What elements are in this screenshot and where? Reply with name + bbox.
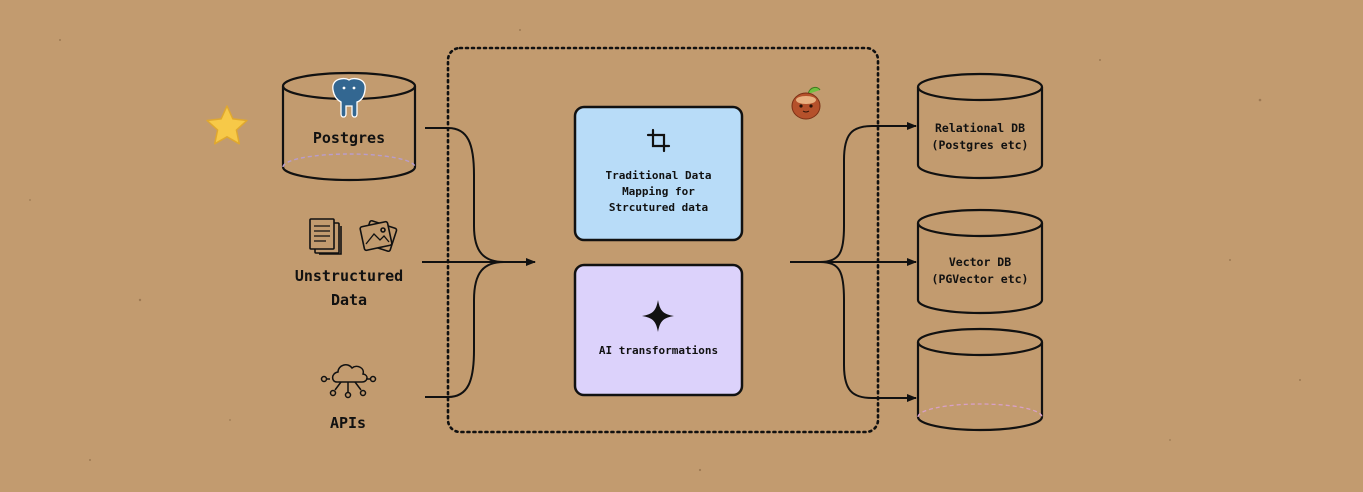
postgres-label: Postgres [312, 129, 386, 147]
paper-texture [29, 29, 1301, 472]
unstructured-data-label: Unstructured Data [294, 267, 404, 309]
traditional-mapping-box [573, 105, 744, 242]
documents-icon [309, 218, 342, 255]
input-connectors [422, 127, 536, 398]
ai-transformations-box [573, 263, 744, 397]
output-connectors [790, 122, 917, 402]
relational-db-label: Relational DB (Postgres etc) [931, 121, 1029, 152]
apis-label: APIs [329, 414, 367, 432]
ai-transformations-label: AI transformations [598, 344, 719, 357]
traditional-mapping-label: Traditional Data Mapping for Strcutured … [605, 169, 712, 214]
vector-db-label: Vector DB (PGVector etc) [931, 255, 1029, 286]
crop-icon [646, 128, 671, 153]
star-icon [206, 105, 248, 145]
cloud-network-icon [320, 364, 377, 399]
images-icon [359, 219, 398, 253]
coconut-mascot-icon [791, 86, 821, 120]
relational-db-cylinder [916, 72, 1044, 180]
vector-db-cylinder [916, 208, 1044, 315]
processing-container [446, 46, 880, 434]
third-db-cylinder [916, 327, 1044, 432]
sparkle-icon [642, 300, 674, 332]
postgres-elephant-icon [332, 77, 366, 118]
